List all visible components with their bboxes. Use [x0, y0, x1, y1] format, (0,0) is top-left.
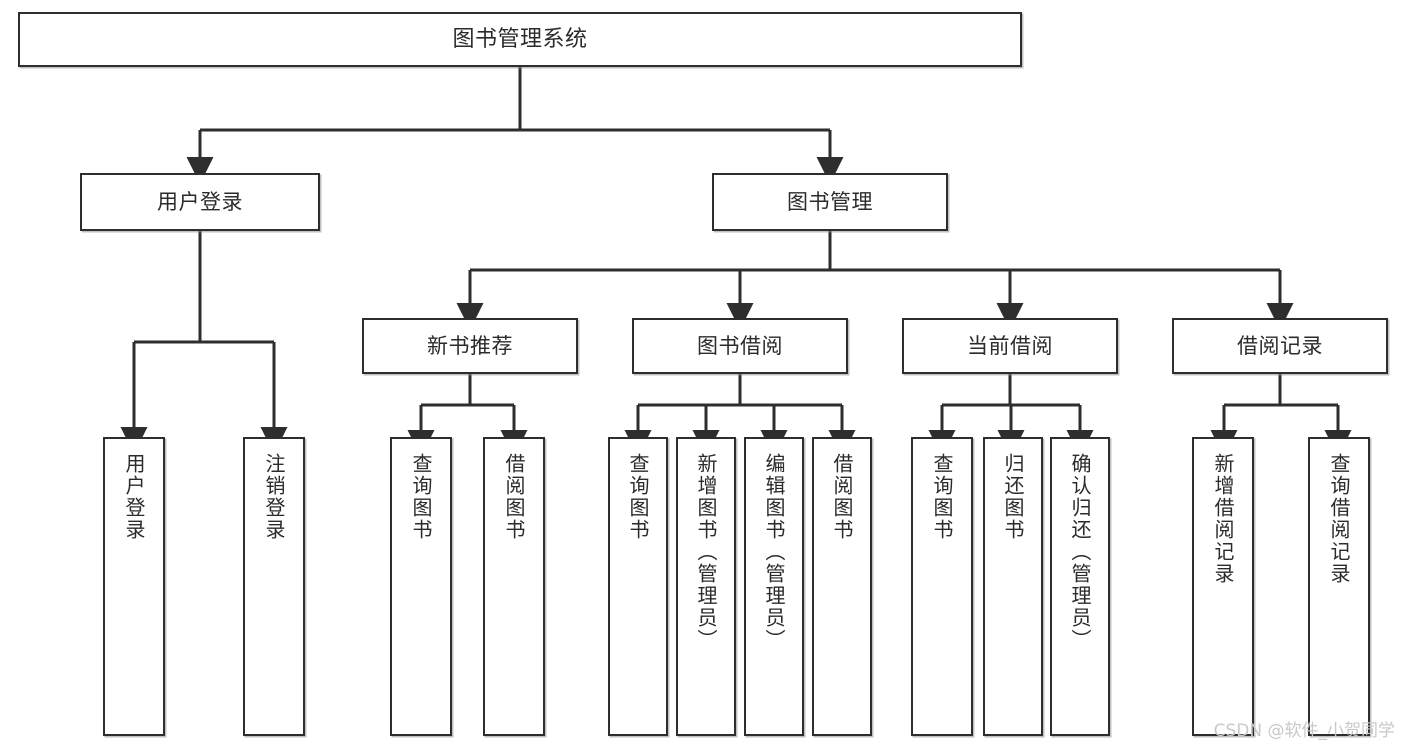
leaf-query-books-current[interactable]: 查询图书	[911, 437, 973, 736]
node-label: 确认归还（管理员）	[1068, 453, 1092, 651]
node-label: 查询借阅记录	[1327, 453, 1351, 585]
leaf-borrow-books-recommend[interactable]: 借阅图书	[483, 437, 545, 736]
node-label: 新增图书（管理员）	[694, 453, 718, 651]
leaf-user-login[interactable]: 用户登录	[103, 437, 165, 736]
node-label: 查询图书	[930, 453, 954, 541]
node-root-book-management-system[interactable]: 图书管理系统	[18, 12, 1022, 67]
leaf-add-borrow-record[interactable]: 新增借阅记录	[1192, 437, 1254, 736]
node-user-login[interactable]: 用户登录	[80, 173, 320, 231]
node-label: 图书管理	[787, 189, 873, 214]
watermark-text: CSDN @软件_小贺同学	[1213, 721, 1395, 741]
node-label: 新增借阅记录	[1211, 453, 1235, 585]
node-label: 查询图书	[409, 453, 433, 541]
node-label: 借阅图书	[502, 453, 526, 541]
node-current-borrowing[interactable]: 当前借阅	[902, 318, 1118, 374]
node-label: 新书推荐	[427, 333, 513, 358]
node-label: 借阅记录	[1237, 333, 1323, 358]
node-label: 借阅图书	[830, 453, 854, 541]
leaf-edit-book-admin[interactable]: 编辑图书（管理员）	[744, 437, 804, 736]
node-book-management[interactable]: 图书管理	[712, 173, 948, 231]
leaf-return-books[interactable]: 归还图书	[983, 437, 1043, 736]
leaf-confirm-return-admin[interactable]: 确认归还（管理员）	[1050, 437, 1110, 736]
node-label: 图书借阅	[697, 333, 783, 358]
node-label: 用户登录	[122, 453, 146, 541]
leaf-query-books-recommend[interactable]: 查询图书	[390, 437, 452, 736]
node-borrowing-records[interactable]: 借阅记录	[1172, 318, 1388, 374]
node-book-borrowing[interactable]: 图书借阅	[632, 318, 848, 374]
node-label: 编辑图书（管理员）	[762, 453, 786, 651]
leaf-query-borrow-record[interactable]: 查询借阅记录	[1308, 437, 1370, 736]
node-label: 图书管理系统	[452, 26, 588, 52]
leaf-logout[interactable]: 注销登录	[243, 437, 305, 736]
node-label: 用户登录	[157, 189, 243, 214]
leaf-query-books-borrow[interactable]: 查询图书	[608, 437, 668, 736]
leaf-borrow-books[interactable]: 借阅图书	[812, 437, 872, 736]
node-new-book-recommendation[interactable]: 新书推荐	[362, 318, 578, 374]
node-label: 归还图书	[1001, 453, 1025, 541]
node-label: 注销登录	[262, 453, 286, 541]
node-label: 当前借阅	[967, 333, 1053, 358]
leaf-add-book-admin[interactable]: 新增图书（管理员）	[676, 437, 736, 736]
node-label: 查询图书	[626, 453, 650, 541]
